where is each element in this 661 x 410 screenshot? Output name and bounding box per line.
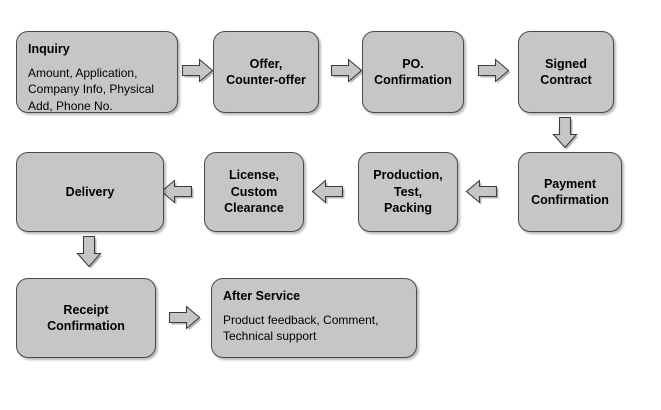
connector-po-to-signed-contract <box>476 56 511 86</box>
connector-inquiry-to-offer <box>180 56 215 86</box>
node-production-line: Packing <box>384 201 432 216</box>
node-receipt-confirmation[interactable]: Receipt Confirmation <box>16 278 156 358</box>
node-inquiry-body: Amount, Application, Company Info, Physi… <box>28 65 154 115</box>
node-license-line: Clearance <box>224 201 284 216</box>
node-inquiry-body-line: Add, Phone No. <box>28 98 113 113</box>
node-license-line: License, <box>228 168 280 183</box>
node-signed-contract-line: Signed <box>545 56 587 71</box>
connector-delivery-to-receipt <box>74 234 106 269</box>
node-receipt-confirmation-line: Confirmation <box>47 319 125 333</box>
node-inquiry-body-line: Amount, Application, <box>28 65 138 80</box>
node-offer[interactable]: Offer, Counter-offer <box>213 31 319 113</box>
connector-offer-to-po <box>329 56 364 86</box>
node-delivery[interactable]: Delivery <box>16 152 164 232</box>
node-after-service[interactable]: After Service Product feedback, Comment,… <box>211 278 417 358</box>
node-receipt-confirmation-line: Receipt <box>63 302 109 317</box>
node-payment-confirmation-line: Payment <box>543 176 597 191</box>
node-po-confirmation-line: PO. <box>402 56 424 71</box>
connector-receipt-to-after-service <box>167 303 202 333</box>
node-inquiry[interactable]: Inquiry Amount, Application, Company Inf… <box>16 31 178 113</box>
node-after-service-title: After Service <box>223 289 301 303</box>
node-license-line: Custom <box>230 184 278 199</box>
node-po-confirmation-line: Confirmation <box>374 73 452 87</box>
node-inquiry-body-line: Company Info, Physical <box>28 82 155 97</box>
node-production[interactable]: Production, Test, Packing <box>358 152 458 232</box>
node-after-service-body: Product feedback, Comment, Technical sup… <box>223 312 378 345</box>
node-po-confirmation[interactable]: PO. Confirmation <box>362 31 464 113</box>
connector-payment-to-production <box>464 177 499 207</box>
node-license[interactable]: License, Custom Clearance <box>204 152 304 232</box>
node-production-line: Production, <box>373 168 443 183</box>
node-signed-contract-line: Contract <box>540 73 592 87</box>
node-offer-line: Offer, <box>249 56 283 71</box>
node-after-service-body-line: Product feedback, Comment, <box>223 312 379 327</box>
node-payment-confirmation-line: Confirmation <box>531 193 609 207</box>
connector-signed-contract-to-payment <box>550 115 582 150</box>
node-inquiry-title: Inquiry <box>28 42 70 56</box>
node-production-line: Test, <box>393 184 423 199</box>
node-signed-contract[interactable]: Signed Contract <box>518 31 614 113</box>
node-after-service-body-line: Technical support <box>223 329 317 344</box>
node-payment-confirmation[interactable]: Payment Confirmation <box>518 152 622 232</box>
connector-production-to-license <box>310 177 345 207</box>
node-delivery-line: Delivery <box>65 184 115 199</box>
node-offer-line: Counter-offer <box>226 73 306 87</box>
connector-license-to-delivery <box>159 177 194 207</box>
